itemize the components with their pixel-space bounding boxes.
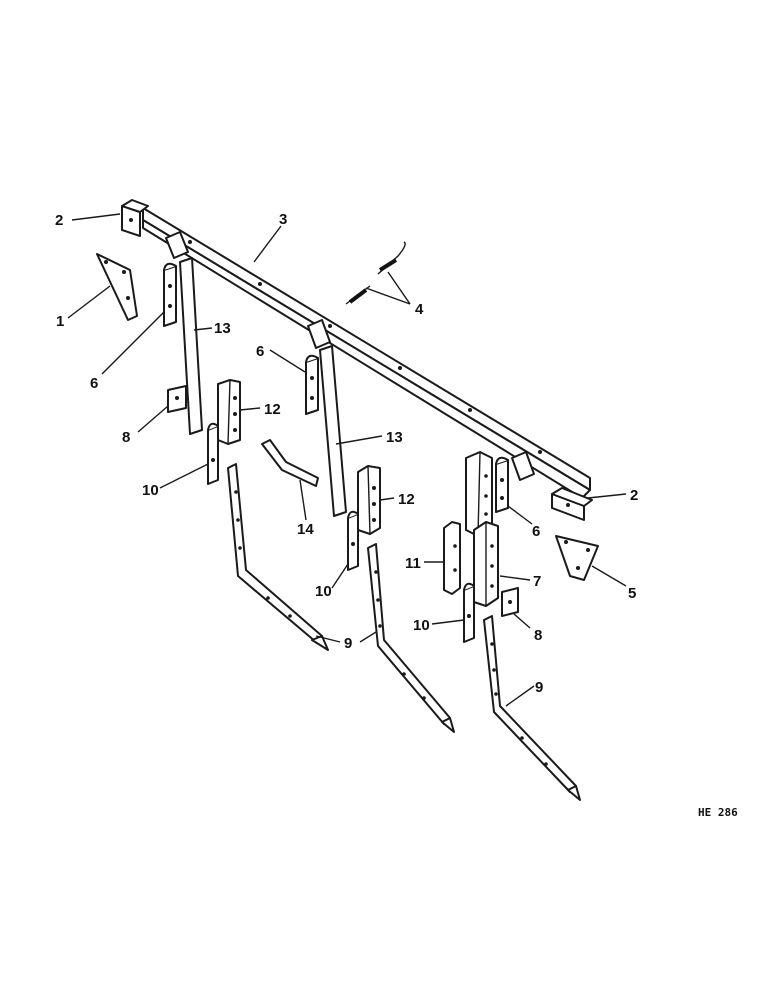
short-strap-10-center [347, 510, 359, 571]
callout-1: 1 [56, 313, 64, 330]
angle-plate-12-left [217, 379, 241, 445]
mount-strap-6-center [305, 354, 319, 415]
callout-12-center: 12 [398, 491, 415, 508]
callout-4: 4 [415, 301, 424, 318]
callout-7: 7 [533, 573, 541, 590]
callout-8-right: 8 [534, 627, 542, 644]
corner-plate-left [96, 253, 138, 321]
leader-lines [67, 213, 627, 707]
callout-2-left: 2 [55, 212, 63, 229]
callout-13-left: 13 [214, 320, 231, 337]
callout-12-left: 12 [264, 401, 281, 418]
callout-6-center: 6 [256, 343, 264, 360]
callout-3: 3 [279, 211, 287, 228]
shank-9-right [483, 615, 581, 801]
callout-5: 5 [628, 585, 636, 602]
callout-10-right: 10 [413, 617, 430, 634]
mount-strap-6-left [163, 262, 177, 327]
callout-14: 14 [297, 521, 314, 538]
callout-9-center: 9 [344, 635, 352, 652]
clamp-plate-8-right [501, 587, 519, 617]
callout-11: 11 [405, 555, 421, 572]
drawing-reference-code: HE 286 [698, 806, 738, 819]
clamp-plate-8-left [167, 385, 187, 413]
mount-strap-6-right [495, 456, 509, 513]
callout-10-left: 10 [142, 482, 159, 499]
long-strap-13-left [179, 257, 203, 435]
main-frame-bar [142, 207, 591, 499]
bar-clamp-3 [511, 451, 535, 481]
callout-9-right: 9 [535, 679, 543, 696]
angle-plate-7 [473, 521, 499, 607]
callout-6-right: 6 [532, 523, 540, 540]
angle-plate-11 [443, 521, 461, 595]
callout-6-left: 6 [90, 375, 98, 392]
callout-8-left: 8 [122, 429, 130, 446]
hook-eye-bolts [345, 241, 406, 305]
bar-clamp-2 [307, 319, 331, 349]
angle-bracket-right [551, 487, 593, 521]
angle-bracket-left [121, 199, 149, 237]
bar-clamp-1 [165, 231, 189, 259]
callout-10-center: 10 [315, 583, 332, 600]
bracket-strap-14 [261, 439, 319, 487]
short-strap-10-left [207, 422, 219, 485]
long-strap-13-center [319, 345, 347, 517]
short-strap-10-right [463, 582, 475, 643]
shank-9-center [367, 543, 455, 733]
callout-labels: 2 1 3 4 6 13 6 8 12 13 10 14 12 2 6 5 11… [55, 211, 638, 696]
callout-2-right: 2 [630, 487, 638, 504]
corner-plate-right [555, 535, 599, 581]
callout-13-center: 13 [386, 429, 403, 446]
shank-9-left [227, 463, 329, 651]
angle-plate-12-center [357, 465, 381, 535]
